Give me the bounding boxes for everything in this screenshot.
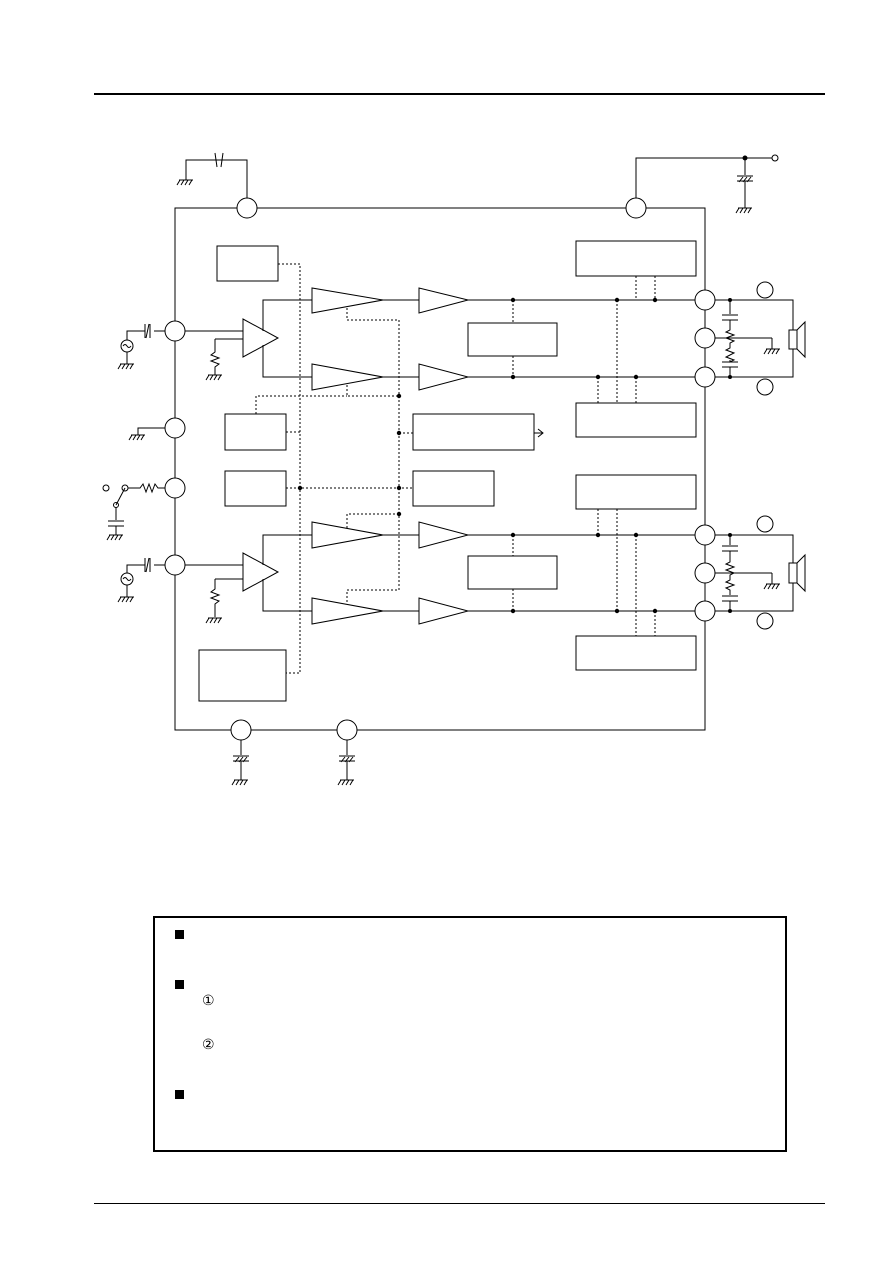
junctions xyxy=(297,297,732,614)
speaker-1 xyxy=(788,329,798,350)
polarity-marker-4 xyxy=(756,612,774,630)
block-protection-top xyxy=(575,240,697,277)
pin-gnd xyxy=(164,417,186,439)
input-source-2 xyxy=(117,557,165,603)
block-protection-mid1 xyxy=(575,402,697,438)
driver-1b xyxy=(418,363,470,391)
speaker-network-2 xyxy=(715,534,806,612)
preamp-1 xyxy=(242,318,280,358)
block-protection-mid2 xyxy=(575,474,697,510)
block-reference xyxy=(216,245,279,282)
square-bullet-icon xyxy=(175,1090,184,1099)
driver-2a xyxy=(418,521,470,549)
pins xyxy=(164,197,774,741)
block-protection-bottom xyxy=(575,635,697,671)
ic-outline xyxy=(174,207,706,731)
standby-switch xyxy=(102,482,165,541)
block-ripple-filter xyxy=(198,649,287,702)
square-bullet-icon xyxy=(175,930,184,939)
pin-mid-2 xyxy=(694,562,716,584)
top-left-capacitor xyxy=(176,152,248,200)
pin-out-2a xyxy=(694,524,716,546)
polarity-marker-2 xyxy=(756,378,774,396)
amp-2b xyxy=(311,597,384,625)
gnd-connection xyxy=(128,427,165,441)
driver-1a xyxy=(418,287,469,314)
block-mute xyxy=(224,413,287,451)
block-bias-2 xyxy=(467,555,558,590)
preamp-2 xyxy=(242,552,280,592)
channel-2 xyxy=(185,521,695,625)
pin-input-1 xyxy=(164,320,186,342)
pin-out-1a xyxy=(694,289,716,311)
amp-2a xyxy=(311,521,384,549)
pin-top-left xyxy=(236,197,258,219)
speaker-network-1 xyxy=(715,299,806,378)
bottom-capacitors xyxy=(231,740,355,786)
control-lines xyxy=(255,263,656,674)
block-output-control xyxy=(412,413,535,451)
driver-2b xyxy=(418,597,470,625)
pin-standby xyxy=(164,477,186,499)
amp-1a xyxy=(311,287,384,314)
blocks xyxy=(198,240,697,702)
input-source-1 xyxy=(117,323,165,370)
amp-1b xyxy=(311,363,384,391)
channel-1 xyxy=(185,287,695,391)
item-marker-2: ② xyxy=(202,1036,215,1052)
item-marker-1: ① xyxy=(202,992,215,1008)
pin-mid-1 xyxy=(694,327,716,349)
supply-terminal xyxy=(635,154,779,214)
pin-bottom-2 xyxy=(336,719,358,741)
square-bullet-icon xyxy=(175,980,184,989)
pin-input-2 xyxy=(164,554,186,576)
pin-out-2b xyxy=(694,600,716,622)
pin-top-right xyxy=(625,197,647,219)
output-arrow xyxy=(534,428,544,438)
block-thermal xyxy=(412,470,495,507)
pin-out-1b xyxy=(694,366,716,388)
notes-box: ① ② xyxy=(153,916,787,1152)
block-bias-1 xyxy=(467,322,558,357)
polarity-marker-3 xyxy=(756,515,774,533)
block-standby xyxy=(224,470,287,507)
speaker-2 xyxy=(788,562,798,584)
header-rule xyxy=(94,93,825,95)
footer-rule xyxy=(94,1203,825,1204)
polarity-marker-1 xyxy=(756,281,774,299)
pin-bottom-1 xyxy=(230,719,252,741)
